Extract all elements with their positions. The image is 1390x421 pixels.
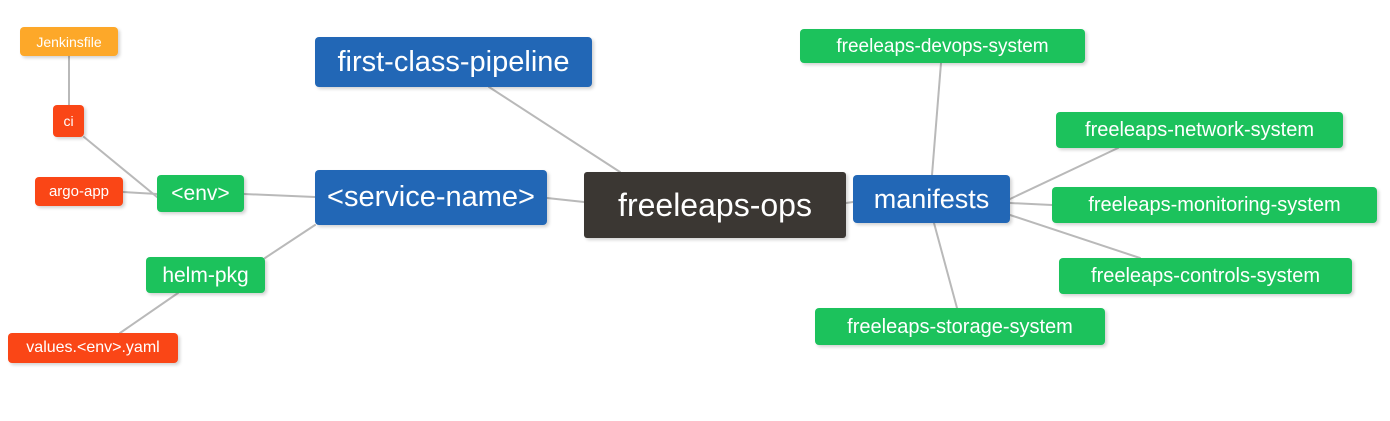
node-env[interactable]: <env> xyxy=(157,175,244,212)
edge-freeleaps-ops-to-manifests xyxy=(845,201,854,204)
edge-manifests-to-freeleaps-devops-system xyxy=(931,62,942,176)
node-freeleaps-monitoring-system[interactable]: freeleaps-monitoring-system xyxy=(1052,187,1377,223)
node-jenkinsfile[interactable]: Jenkinsfile xyxy=(20,27,118,56)
node-freeleaps-network-system[interactable]: freeleaps-network-system xyxy=(1056,112,1343,148)
node-argo-app[interactable]: argo-app xyxy=(35,177,123,206)
edge-env-to-service-name xyxy=(243,193,316,198)
node-freeleaps-devops-system[interactable]: freeleaps-devops-system xyxy=(800,29,1085,63)
node-first-class-pipeline[interactable]: first-class-pipeline xyxy=(315,37,592,87)
node-freeleaps-controls-system[interactable]: freeleaps-controls-system xyxy=(1059,258,1352,294)
edge-service-name-to-freeleaps-ops xyxy=(546,197,585,203)
node-values-env-yaml[interactable]: values.<env>.yaml xyxy=(8,333,178,363)
edge-helm-pkg-to-values-env-yaml xyxy=(119,292,179,334)
edge-argo-app-to-env xyxy=(122,191,158,195)
edge-service-name-to-helm-pkg xyxy=(264,224,316,259)
edge-manifests-to-freeleaps-storage-system xyxy=(933,222,958,309)
node-service-name[interactable]: <service-name> xyxy=(315,170,547,225)
node-manifests[interactable]: manifests xyxy=(853,175,1010,223)
edge-first-class-pipeline-to-freeleaps-ops xyxy=(488,86,621,173)
node-helm-pkg[interactable]: helm-pkg xyxy=(146,257,265,293)
node-ci[interactable]: ci xyxy=(53,105,84,137)
node-freeleaps-storage-system[interactable]: freeleaps-storage-system xyxy=(815,308,1105,345)
edge-manifests-to-freeleaps-monitoring-system xyxy=(1009,202,1053,206)
node-freeleaps-ops[interactable]: freeleaps-ops xyxy=(584,172,846,238)
